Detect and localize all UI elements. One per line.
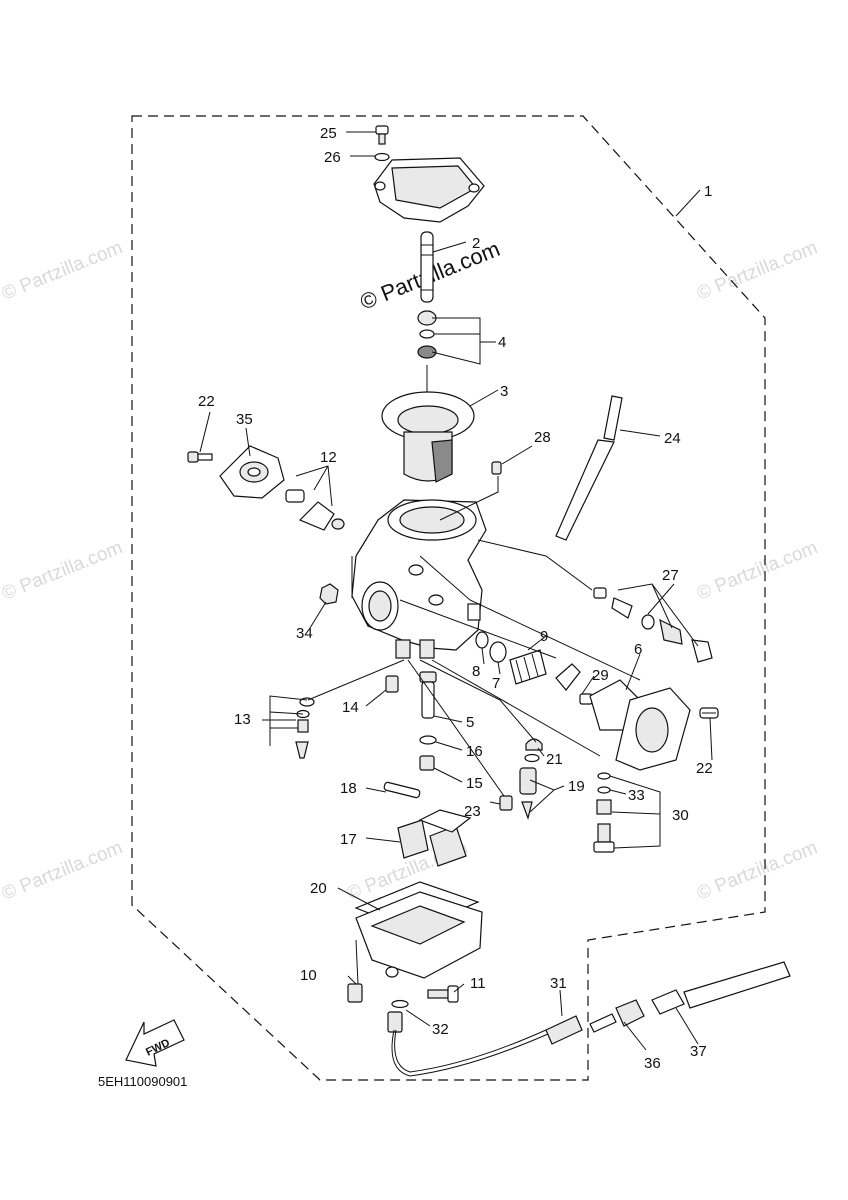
watermark-left-mid: © Partzilla.com (0, 537, 126, 604)
part-screw-11 (427, 985, 459, 1003)
part-throttle-screw-set (593, 587, 713, 663)
part-needle-set (417, 310, 437, 420)
part-needle-rod (420, 231, 434, 303)
part-washer-8 (475, 631, 489, 649)
callout-14: 14 (342, 699, 359, 716)
part-diaphragm-piston (381, 391, 475, 483)
callout-22-right: 22 (696, 760, 713, 777)
part-right-cover (615, 687, 691, 771)
assembly-boundary (131, 115, 766, 1081)
leader-lines (199, 131, 713, 1051)
callout-37: 37 (690, 1043, 707, 1060)
callout-29: 29 (592, 667, 609, 684)
callout-15: 15 (466, 775, 483, 792)
callout-20: 20 (310, 880, 327, 897)
watermark-left-top: © Partzilla.com (0, 237, 126, 304)
callout-35: 35 (236, 411, 253, 428)
callout-7: 7 (492, 675, 500, 692)
callout-13: 13 (234, 711, 251, 728)
part-drain-hose-31 (391, 1015, 583, 1077)
callout-19: 19 (568, 778, 585, 795)
part-fitting-36 (589, 999, 645, 1033)
part-float-needle-19 (519, 767, 537, 821)
part-nut-left (319, 583, 339, 605)
callout-16: 16 (466, 743, 483, 760)
part-plunger-assembly (285, 489, 345, 531)
callout-12: 12 (320, 449, 337, 466)
part-oring-32 (391, 999, 409, 1009)
callout-27: 27 (662, 567, 679, 584)
part-bracket-29 (555, 663, 593, 705)
callout-2: 2 (472, 235, 480, 252)
callout-24: 24 (664, 430, 681, 447)
part-oring-33b (597, 786, 611, 794)
part-washer-top (374, 152, 390, 162)
part-float-pin-18 (383, 781, 421, 799)
part-oring-33a (597, 772, 611, 780)
part-jet-15 (419, 755, 435, 771)
part-vent-tube (555, 395, 623, 541)
callout-22-left: 22 (198, 393, 215, 410)
part-drain-screw-10 (347, 983, 363, 1003)
callout-28: 28 (534, 429, 551, 446)
callout-25: 25 (320, 125, 337, 142)
callout-26: 26 (324, 149, 341, 166)
part-top-cover (373, 157, 485, 223)
part-jet-14 (385, 675, 399, 693)
callout-5: 5 (466, 714, 474, 731)
part-left-cover (219, 445, 285, 499)
watermark-right-mid: © Partzilla.com (694, 537, 821, 604)
part-needle-jet-5 (419, 671, 437, 719)
callout-33: 33 (628, 787, 645, 804)
callout-1: 1 (704, 183, 712, 200)
part-fitting-32 (387, 1011, 403, 1033)
fwd-arrow-icon: FWD (125, 1019, 185, 1067)
part-hose-37 (651, 961, 791, 1015)
callout-30: 30 (672, 807, 689, 824)
part-cap-21 (525, 738, 543, 751)
callout-10: 10 (300, 967, 317, 984)
callout-32: 32 (432, 1021, 449, 1038)
callout-21: 21 (546, 751, 563, 768)
callout-numbers: 1 2 3 4 5 6 7 8 9 10 11 12 13 14 15 16 1… (198, 125, 713, 1072)
callout-6: 6 (634, 641, 642, 658)
part-jet-small (491, 461, 502, 475)
part-float-bowl (355, 891, 483, 979)
part-seal-7 (489, 641, 507, 663)
callout-36: 36 (644, 1055, 661, 1072)
callout-17: 17 (340, 831, 357, 848)
callout-3: 3 (500, 383, 508, 400)
callout-18: 18 (340, 780, 357, 797)
part-washer-16 (419, 735, 437, 745)
part-pilot-screw-set (295, 697, 315, 759)
callout-34: 34 (296, 625, 313, 642)
callout-23: 23 (464, 803, 481, 820)
watermark-left-bottom: © Partzilla.com (0, 837, 126, 904)
callout-11: 11 (470, 975, 486, 992)
watermark-right-bottom: © Partzilla.com (694, 837, 821, 904)
part-right-screw (699, 707, 719, 719)
callout-31: 31 (550, 975, 567, 992)
callout-9: 9 (540, 628, 548, 645)
watermark-right-top: © Partzilla.com (694, 237, 821, 304)
callout-8: 8 (472, 663, 480, 680)
part-float-17 (397, 809, 472, 867)
part-carburetor-body (351, 499, 487, 659)
part-screw-top (375, 125, 389, 145)
part-jet-23 (499, 795, 513, 811)
part-spring-9 (509, 649, 547, 685)
part-left-screw (187, 451, 213, 463)
diagram-code: 5EH110090901 (98, 1074, 187, 1089)
callout-4: 4 (498, 334, 506, 351)
part-adjust-screw-30 (593, 799, 615, 853)
part-oring-19 (524, 753, 540, 763)
